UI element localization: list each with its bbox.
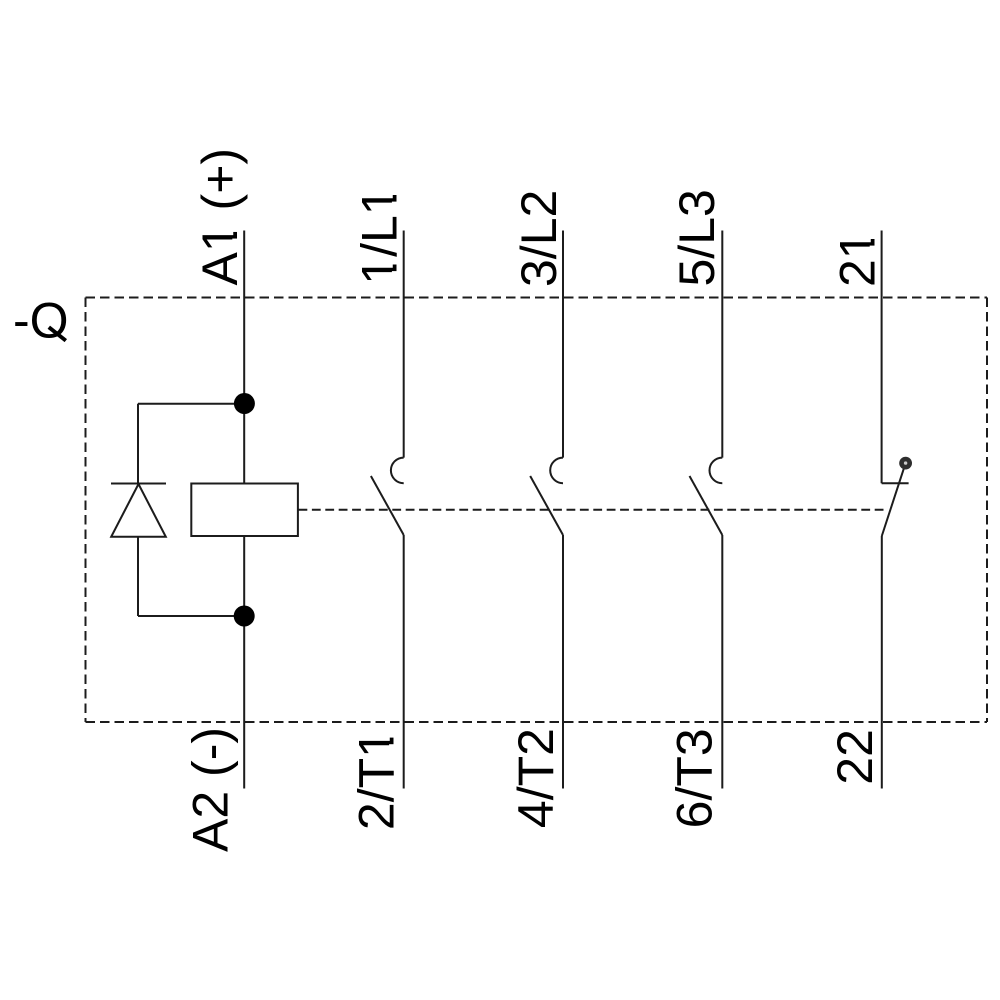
- svg-text:2/T1: 2/T1: [349, 730, 405, 830]
- svg-text:1/L1: 1/L1: [352, 187, 408, 284]
- svg-text:22: 22: [827, 729, 883, 785]
- svg-text:3/L2: 3/L2: [511, 190, 567, 287]
- svg-text:A2 (-): A2 (-): [182, 727, 238, 852]
- svg-text:A1 (+): A1 (+): [192, 148, 248, 286]
- svg-text:6/T3: 6/T3: [667, 728, 723, 828]
- svg-text:4/T2: 4/T2: [508, 728, 564, 828]
- svg-text:5/L3: 5/L3: [669, 189, 725, 286]
- svg-text:-O: -O: [13, 293, 69, 349]
- svg-text:21: 21: [829, 231, 885, 287]
